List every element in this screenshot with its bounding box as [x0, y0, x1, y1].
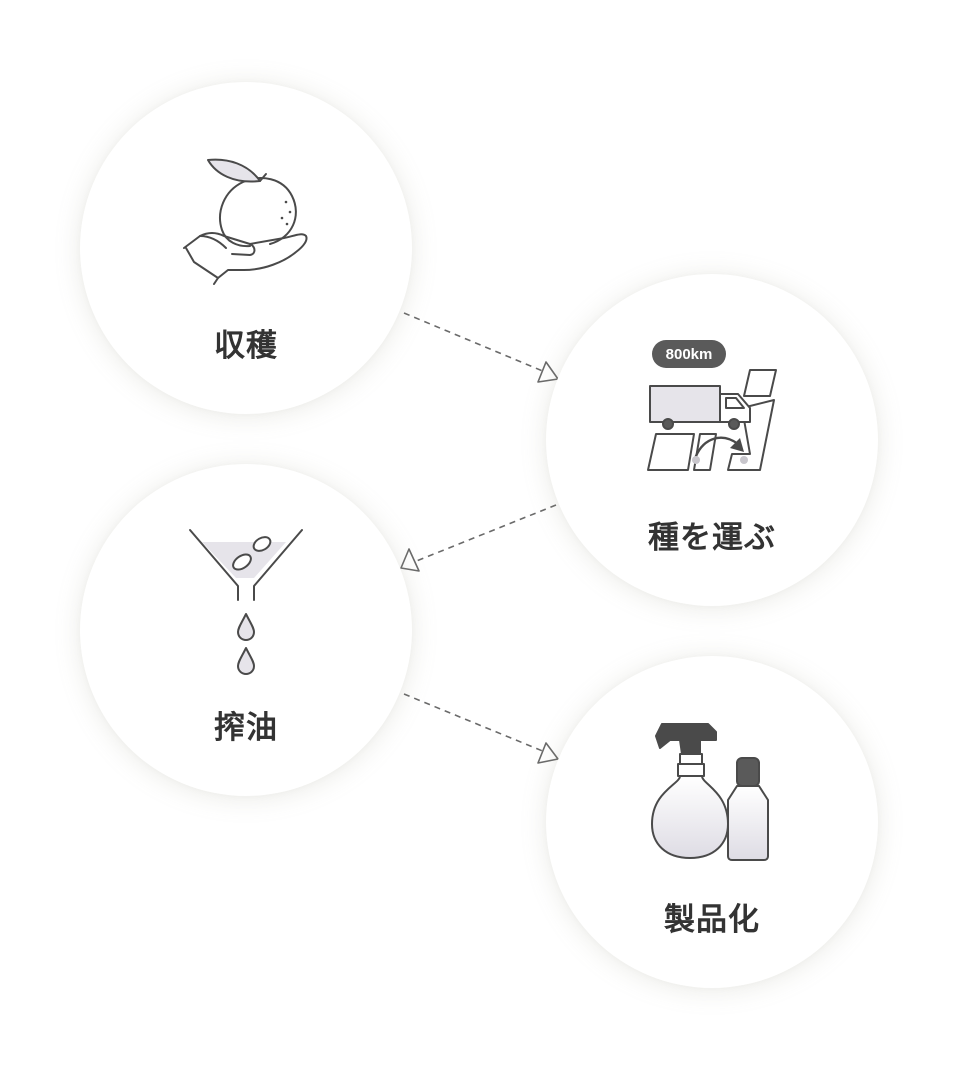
arrowhead-press: [400, 548, 420, 572]
funnel-oil-drops-icon: [189, 529, 303, 675]
distance-badge: 800km: [652, 340, 726, 368]
step-product: 製品化: [546, 656, 878, 988]
arrow-transport-to-press: [413, 504, 557, 563]
distance-badge-text: 800km: [666, 346, 713, 363]
arrow-harvest-to-transport: [403, 312, 546, 373]
delivery-truck-map-icon: 800km: [647, 340, 777, 471]
step-label: 搾油: [214, 710, 278, 746]
step-label: 種を運ぶ: [648, 520, 776, 556]
step-press: 搾油: [80, 464, 412, 796]
arrow-press-to-product: [403, 693, 546, 753]
arrowhead-transport: [537, 361, 559, 383]
spray-bottle-and-bottle-icon: [651, 723, 769, 861]
hand-holding-citrus-icon: [183, 158, 308, 285]
step-transport: 800km 種を運ぶ: [546, 274, 878, 606]
step-label: 製品化: [664, 902, 760, 938]
arrowhead-product: [537, 742, 559, 764]
step-label: 収穫: [214, 328, 278, 364]
step-harvest: 収穫: [80, 82, 412, 414]
